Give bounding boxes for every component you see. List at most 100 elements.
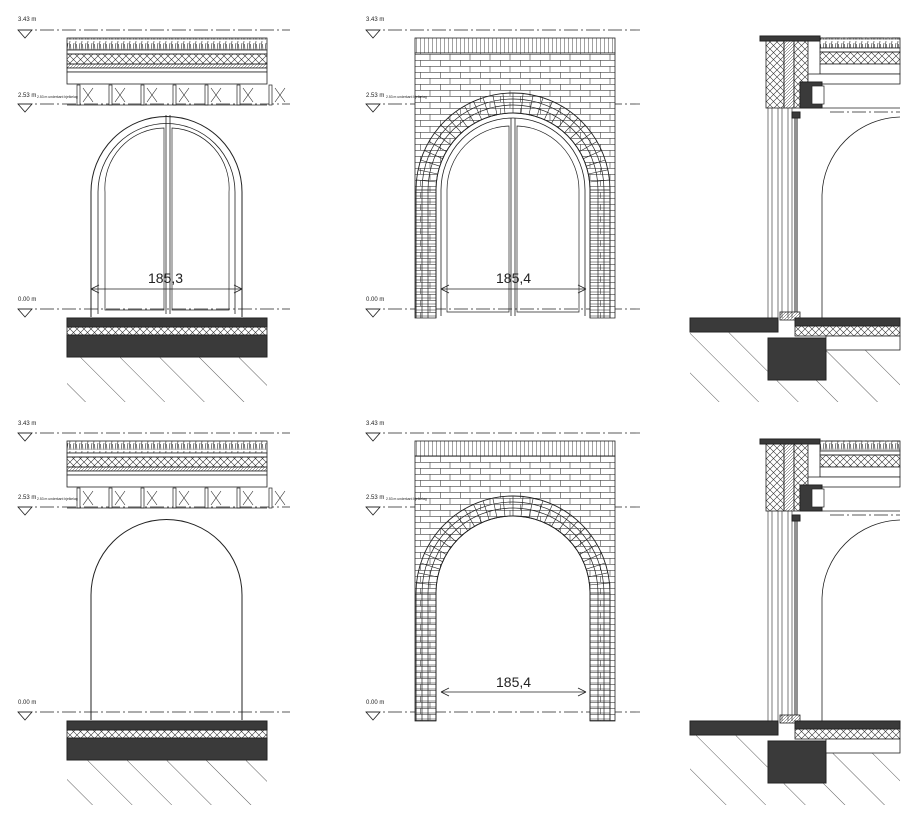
roof-joist — [140, 487, 145, 509]
wall-insulation-section — [783, 39, 795, 109]
roof-deck — [819, 466, 901, 478]
roof-membrane — [819, 450, 901, 456]
joist-bracing — [146, 490, 158, 506]
voussoir-joint — [579, 141, 598, 152]
arch-background-curve — [821, 519, 901, 721]
joist-bracing — [242, 87, 254, 103]
voussoir-joint — [528, 95, 534, 115]
voussoir-joint — [544, 504, 553, 523]
ground-hatch — [690, 332, 768, 402]
voussoir-joint — [492, 95, 498, 115]
voussoir-joint — [428, 141, 447, 152]
voussoir-joint — [564, 520, 579, 537]
roof-joist — [236, 84, 241, 106]
voussoir-joint — [502, 93, 506, 114]
floor-slab — [66, 720, 268, 731]
lintel-insulation — [811, 85, 825, 105]
floor-insulation — [66, 326, 268, 336]
green-roof-layer — [66, 37, 268, 51]
floor-slab — [66, 317, 268, 328]
floor-slab — [689, 317, 779, 333]
roof-deck — [819, 63, 901, 75]
roof-insulation — [819, 454, 901, 468]
foundation-slab — [66, 737, 268, 761]
voussoir-joint — [551, 105, 562, 124]
level-marker-icon — [365, 432, 381, 442]
voussoir-joint — [420, 562, 440, 570]
voussoir-joint — [440, 527, 457, 542]
joist-bracing — [82, 490, 94, 506]
foundation-footing — [767, 337, 827, 381]
roof-insulation — [819, 51, 901, 65]
roof-joist — [204, 487, 209, 509]
door-leaf-right — [516, 125, 580, 313]
level-marker-icon — [17, 432, 33, 442]
voussoir-joint — [455, 111, 468, 128]
voussoir-joint — [447, 117, 462, 134]
level-marker-icon — [17, 103, 33, 113]
door-head-profile — [791, 514, 801, 522]
voussoir-joint — [588, 572, 608, 578]
voussoir-joint — [447, 520, 462, 537]
ground-hatch — [768, 380, 826, 402]
floor-insulation — [66, 729, 268, 739]
voussoir-joint — [482, 97, 490, 117]
joist-bracing — [82, 87, 94, 103]
threshold-profile — [779, 714, 801, 724]
level-marker-icon — [365, 29, 381, 39]
threshold-profile — [779, 311, 801, 321]
arch-background-curve — [821, 116, 901, 318]
voussoir-joint — [528, 498, 534, 518]
roof-edge-flashing — [759, 438, 821, 445]
roof-board — [66, 67, 268, 73]
voussoir-joint — [464, 105, 475, 124]
voussoir-joint — [424, 150, 443, 159]
roof-membrane — [819, 47, 901, 53]
level-marker-icon — [17, 29, 33, 39]
wall-brick-section — [765, 39, 785, 109]
lintel-insulation — [811, 488, 825, 508]
foundation-slab — [66, 334, 268, 358]
voussoir-joint — [473, 504, 482, 523]
door-frame-outline — [440, 117, 586, 316]
roof-membrane — [66, 452, 268, 458]
voussoir-joint — [583, 150, 602, 159]
voussoir-joint — [428, 544, 447, 555]
voussoir-joint — [520, 496, 524, 517]
level-marker-icon — [17, 308, 33, 318]
green-roof-layer — [66, 440, 268, 454]
roof-joist — [268, 487, 273, 509]
voussoir-joint — [464, 508, 475, 527]
brick-soldier-course — [414, 37, 616, 54]
joist-bracing — [178, 87, 190, 103]
roof-joist — [108, 487, 113, 509]
roof-joist — [172, 487, 177, 509]
voussoir-joint — [455, 514, 468, 531]
floor-insulation — [794, 728, 901, 740]
joist-bracing — [210, 490, 222, 506]
voussoir-joint — [416, 179, 437, 183]
voussoir-joint — [558, 514, 571, 531]
door-frame-outline — [97, 123, 236, 314]
roof-joist — [140, 84, 145, 106]
voussoir-joint — [564, 117, 579, 134]
joist-bracing — [242, 490, 254, 506]
roof-joist — [76, 84, 81, 106]
roof-deck — [66, 474, 268, 488]
joist-bracing — [114, 87, 126, 103]
door-leaf-left — [104, 127, 165, 311]
dimension-arrows — [440, 284, 587, 294]
voussoir-joint — [583, 553, 602, 562]
ground-hatch — [768, 783, 826, 805]
roof-board — [66, 470, 268, 476]
foundation-slab — [825, 738, 901, 754]
voussoir-joint — [520, 93, 524, 114]
level-marker-icon — [365, 506, 381, 516]
voussoir-joint — [569, 527, 586, 542]
voussoir-joint — [569, 124, 586, 139]
green-roof-layer — [819, 37, 901, 49]
ground-hatch — [690, 735, 768, 805]
roof-joist — [172, 84, 177, 106]
door-leaf-right — [171, 127, 230, 311]
